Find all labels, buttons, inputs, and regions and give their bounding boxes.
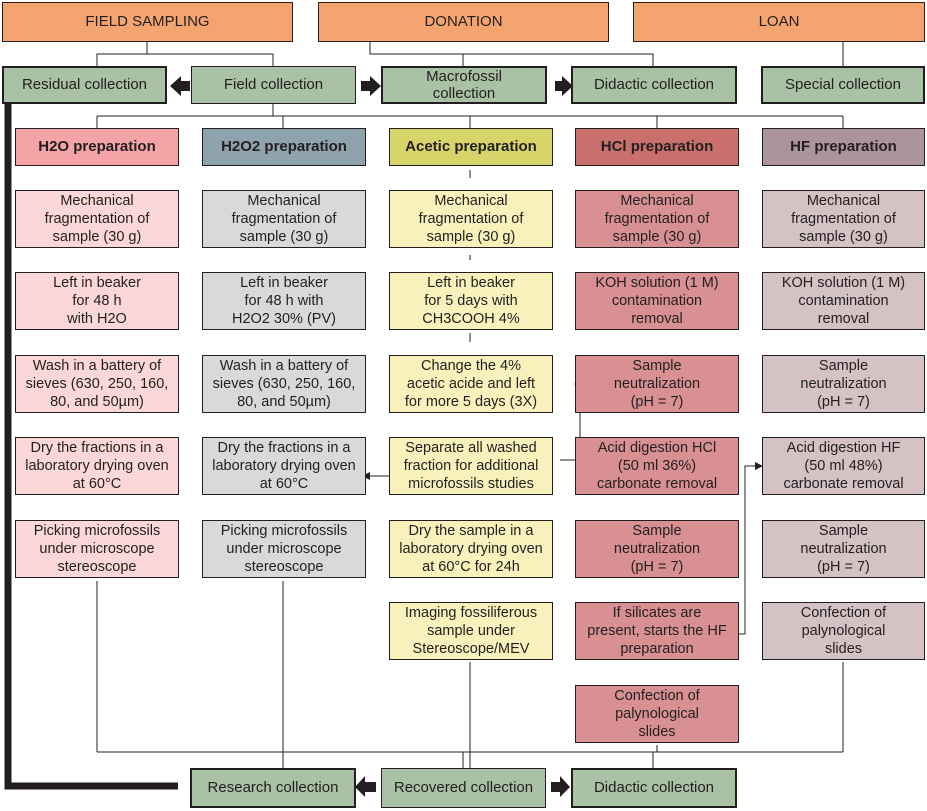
step-hcl-6: If silicates are present, starts the HF … [575, 602, 739, 660]
step-hf-6: Confection of palynological slides [762, 602, 925, 660]
step-h2o2-3: Wash in a battery of sieves (630, 250, 1… [202, 355, 366, 413]
step-hcl-5: Sample neutralization (pH = 7) [575, 520, 739, 578]
step-acetic-1: Mechanical fragmentation of sample (30 g… [389, 190, 553, 248]
step-acetic-4: Separate all washed fraction for additio… [389, 437, 553, 495]
recovered-collection: Recovered collection [381, 768, 546, 808]
block-arrow-to-residual [170, 76, 190, 96]
prep-header-hcl: HCl preparation [575, 128, 739, 166]
step-hf-3: Sample neutralization (pH = 7) [762, 355, 925, 413]
source-donation: DONATION [318, 2, 609, 42]
step-h2o-1: Mechanical fragmentation of sample (30 g… [15, 190, 179, 248]
source-field-sampling: FIELD SAMPLING [2, 2, 293, 42]
prep-header-acetic: Acetic preparation [389, 128, 553, 166]
arrow-silicates-to-hf [737, 462, 763, 635]
source-loan: LOAN [633, 2, 925, 42]
step-acetic-3: Change the 4% acetic acide and left for … [389, 355, 553, 413]
didactic-collection-bottom: Didactic collection [571, 768, 737, 808]
step-hcl-1: Mechanical fragmentation of sample (30 g… [575, 190, 739, 248]
residual-collection: Residual collection [2, 66, 167, 104]
block-arrow-to-macrofossil [361, 76, 381, 96]
step-hcl-4: Acid digestion HCl (50 ml 36%) carbonate… [575, 437, 739, 495]
residual-return-line [4, 104, 178, 790]
step-h2o-2: Left in beaker for 48 h with H2O [15, 272, 179, 330]
didactic-collection-top: Didactic collection [571, 66, 737, 104]
step-h2o2-5: Picking microfossils under microscope st… [202, 520, 366, 578]
step-h2o-3: Wash in a battery of sieves (630, 250, 1… [15, 355, 179, 413]
research-collection: Research collection [190, 768, 356, 808]
block-arrow-to-didactic-top [555, 76, 573, 96]
step-h2o-5: Picking microfossils under microscope st… [15, 520, 179, 578]
field-collection: Field collection [191, 66, 356, 104]
step-hf-1: Mechanical fragmentation of sample (30 g… [762, 190, 925, 248]
step-h2o2-2: Left in beaker for 48 h with H2O2 30% (P… [202, 272, 366, 330]
step-acetic-6: Imaging fossiliferous sample under Stere… [389, 602, 553, 660]
step-hcl-2: KOH solution (1 M) contamination removal [575, 272, 739, 330]
block-arrow-to-didactic-bottom [551, 776, 570, 797]
step-hf-5: Sample neutralization (pH = 7) [762, 520, 925, 578]
prep-header-hf: HF preparation [762, 128, 925, 166]
special-collection: Special collection [761, 66, 925, 104]
prep-header-h2o: H2O preparation [15, 128, 179, 166]
macrofossil-collection: Macrofossil collection [381, 66, 547, 104]
connector-donation [369, 41, 464, 66]
step-h2o-4: Dry the fractions in a laboratory drying… [15, 437, 179, 495]
connector-prep-bus [96, 103, 844, 128]
step-h2o2-1: Mechanical fragmentation of sample (30 g… [202, 190, 366, 248]
step-hf-2: KOH solution (1 M) contamination removal [762, 272, 925, 330]
block-arrow-to-research [355, 776, 376, 797]
step-acetic-5: Dry the sample in a laboratory drying ov… [389, 520, 553, 578]
step-h2o2-4: Dry the fractions in a laboratory drying… [202, 437, 366, 495]
step-acetic-2: Left in beaker for 5 days with CH3COOH 4… [389, 272, 553, 330]
connector-field-sampling [96, 41, 148, 66]
prep-header-h2o2: H2O2 preparation [202, 128, 366, 166]
step-hf-4: Acid digestion HF (50 ml 48%) carbonate … [762, 437, 925, 495]
step-hcl-7: Confection of palynological slides [575, 685, 739, 743]
step-hcl-3: Sample neutralization (pH = 7) [575, 355, 739, 413]
